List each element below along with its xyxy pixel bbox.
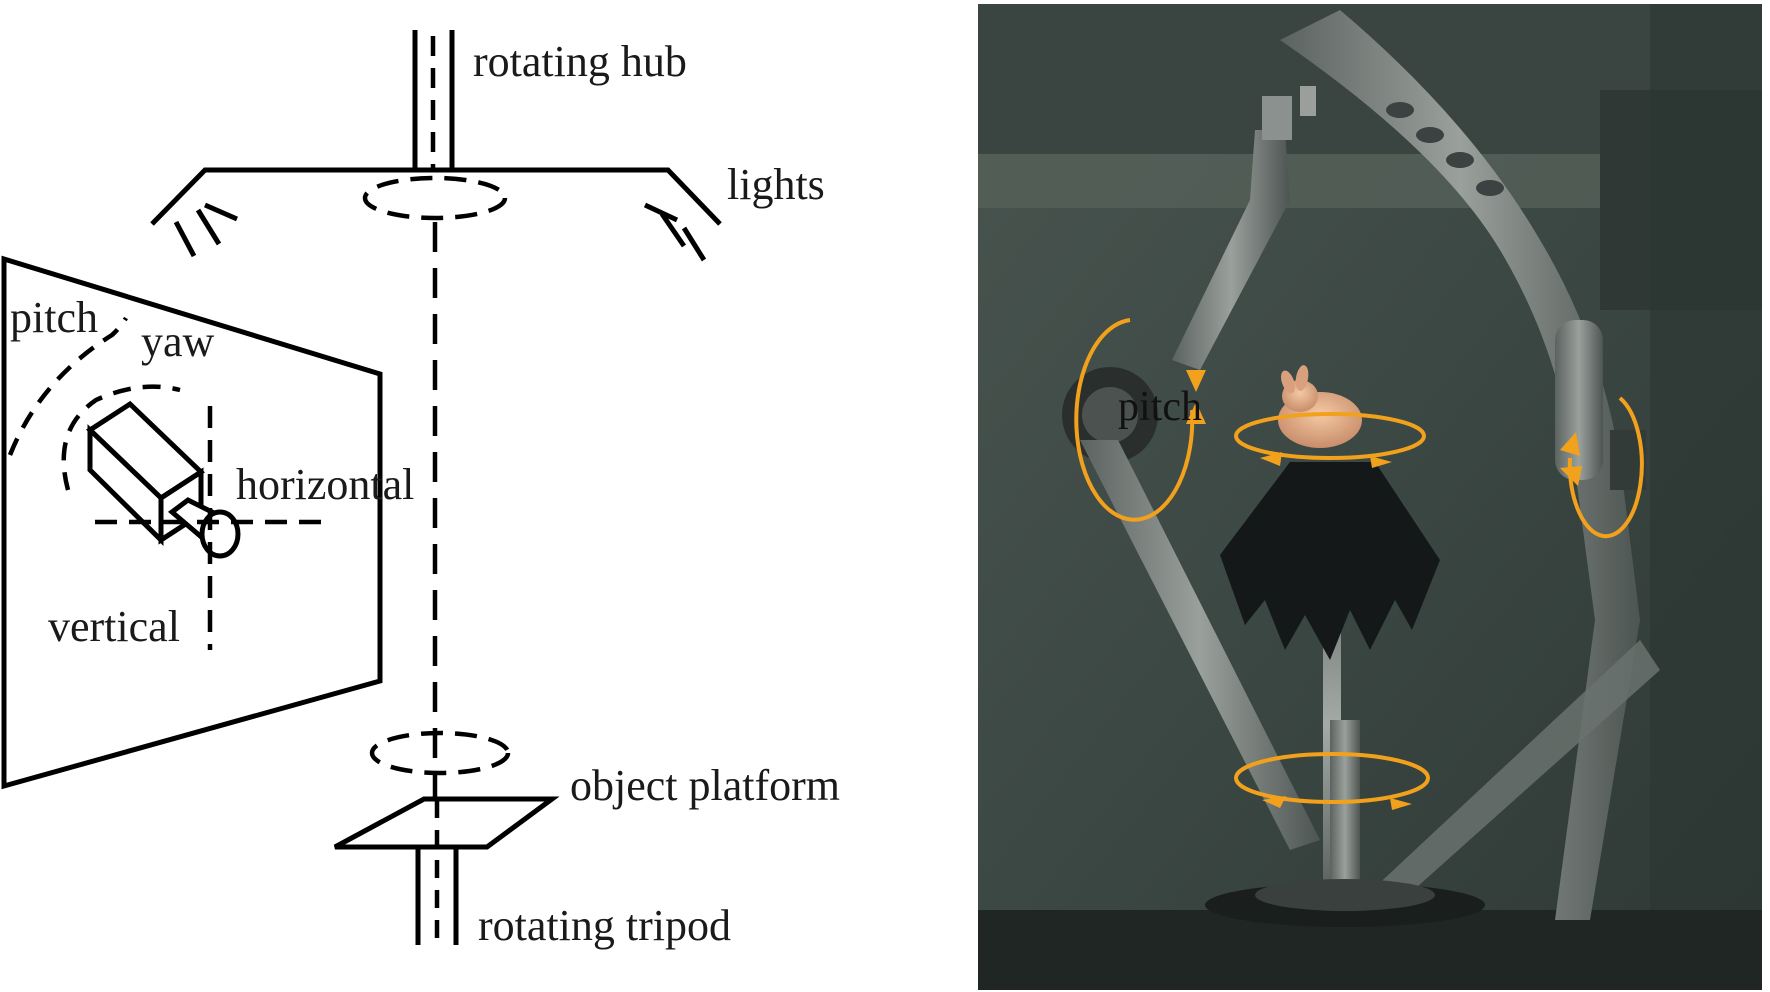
camera-icon	[85, 400, 241, 559]
hub-shaft	[412, 30, 455, 170]
label-pitch: pitch	[10, 293, 98, 342]
apparatus-photo: pitch	[978, 4, 1762, 990]
label-vertical: vertical	[48, 602, 180, 651]
label-rotating-hub: rotating hub	[473, 37, 687, 86]
tripod-shaft	[415, 800, 459, 945]
rotation-arrows	[1074, 318, 1644, 810]
label-horizontal: horizontal	[236, 460, 414, 509]
right-light-rays	[643, 202, 707, 262]
yaw-arc	[61, 384, 181, 491]
label-yaw: yaw	[141, 317, 215, 366]
pitch-arc	[7, 316, 128, 456]
object-platform	[333, 796, 560, 850]
schematic-diagram: rotating hub lights pitch yaw horizontal…	[1, 30, 840, 950]
label-object-platform: object platform	[570, 761, 840, 810]
left-light-rays	[173, 202, 239, 258]
label-lights: lights	[727, 160, 825, 209]
bunny-object	[1278, 365, 1362, 448]
label-rotating-tripod: rotating tripod	[478, 901, 731, 950]
lights-bar	[150, 167, 722, 262]
camera-wall	[1, 255, 383, 790]
photo-label-pitch: pitch	[1118, 384, 1202, 430]
hub-rotation-ellipse	[362, 175, 508, 221]
platform-rotation-ellipse	[369, 730, 511, 776]
